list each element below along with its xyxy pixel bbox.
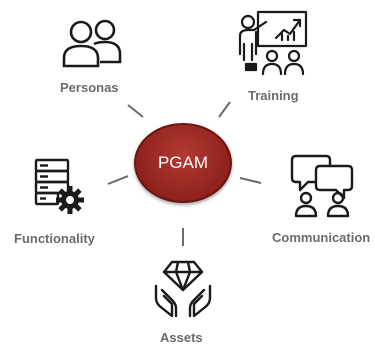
communication-label: Communication (272, 230, 371, 245)
assets-icon (154, 260, 212, 318)
connector-communication (239, 177, 262, 184)
functionality-icon (34, 158, 84, 214)
training-label: Training (248, 88, 299, 103)
functionality-label: Functionality (14, 231, 95, 246)
connector-personas (127, 104, 144, 118)
assets-label: Assets (160, 330, 203, 345)
hub-label: PGAM (157, 153, 209, 172)
personas-icon (62, 19, 122, 68)
communication-icon (290, 154, 354, 218)
personas-label: Personas (60, 80, 119, 95)
pgam-hub: PGAM (134, 123, 232, 203)
training-icon (238, 10, 308, 76)
connector-training (218, 101, 231, 118)
connector-functionality (107, 175, 129, 185)
